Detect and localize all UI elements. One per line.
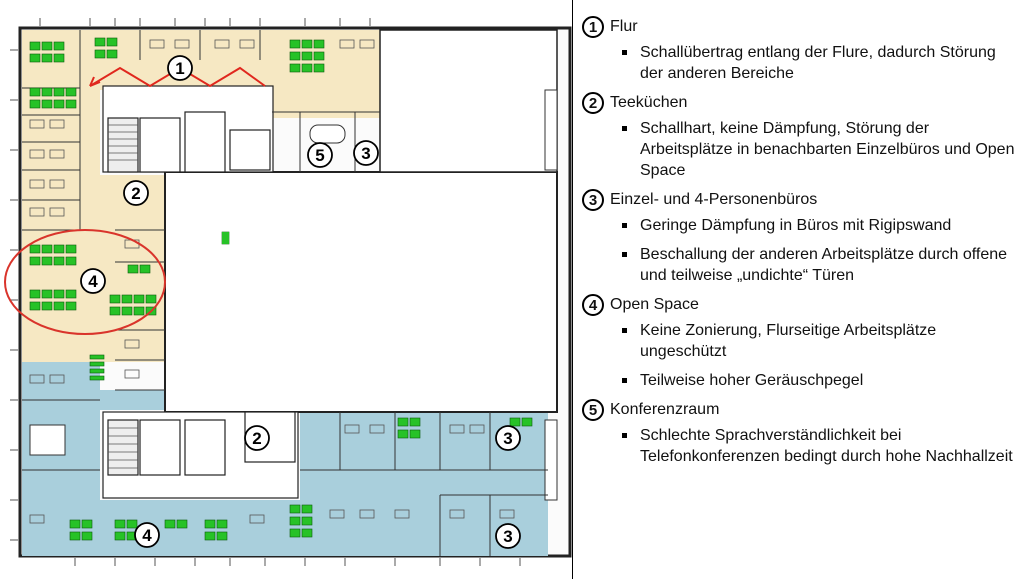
number-badge: 4 <box>582 294 604 316</box>
floor-plan-drawing: 1 2 2 3 3 3 4 4 <box>4 18 572 566</box>
svg-text:4: 4 <box>88 272 98 291</box>
bullet-item: Schlechte Sprachverständlichkeit bei Tel… <box>622 425 1017 467</box>
svg-text:3: 3 <box>503 429 512 448</box>
bullet-icon <box>622 328 627 333</box>
marker-4-upper: 4 <box>80 268 106 294</box>
bullet-item: Keine Zonierung, Flurseitige Arbeitsplät… <box>622 320 1017 362</box>
grid-ticks <box>10 18 521 566</box>
legend-section-2: 2 Teeküchen Schallhart, keine Dämpfung, S… <box>582 92 1017 181</box>
section-title: Open Space <box>610 296 699 313</box>
legend-section-1: 1 Flur Schallübertrag entlang der Flure, … <box>582 16 1017 84</box>
section-title: Einzel- und 4-Personenbüros <box>610 191 818 208</box>
bullet-item: Schallhart, keine Dämpfung, Störung der … <box>622 118 1017 181</box>
bullet-icon <box>622 223 627 228</box>
meeting-table <box>309 124 346 144</box>
section-title: Flur <box>610 18 638 35</box>
open-space-highlight <box>4 229 166 335</box>
legend-panel: 1 Flur Schallübertrag entlang der Flure, … <box>582 14 1017 475</box>
section-title: Teeküchen <box>610 94 688 111</box>
zone-markers: 1 2 2 3 3 3 4 4 <box>80 55 521 549</box>
bullet-icon <box>622 50 627 55</box>
blue-zone <box>22 362 548 556</box>
service-core-lower <box>102 411 299 499</box>
number-badge: 2 <box>582 92 604 114</box>
svg-text:5: 5 <box>315 146 324 165</box>
marker-1: 1 <box>167 55 193 81</box>
conference-table <box>29 424 66 456</box>
room-partitions <box>22 30 548 556</box>
panel-divider <box>572 0 573 579</box>
upper-right-area <box>379 29 558 173</box>
marker-4-lower: 4 <box>134 522 160 548</box>
legend-section-5: 5 Konferenzraum Schlechte Sprachverständl… <box>582 399 1017 467</box>
workstations <box>29 37 533 541</box>
legend-section-4: 4 Open Space Keine Zonierung, Flurseitige… <box>582 294 1017 391</box>
marker-2-upper: 2 <box>123 180 149 206</box>
marker-3-upper: 3 <box>353 140 379 166</box>
bullet-item: Teilweise hoher Geräuschpegel <box>622 370 1017 391</box>
legend-section-3: 3 Einzel- und 4-Personenbüros Geringe Däm… <box>582 189 1017 286</box>
section-title: Konferenzraum <box>610 401 720 418</box>
number-badge: 5 <box>582 399 604 421</box>
bullet-item: Schallübertrag entlang der Flure, dadurc… <box>622 42 1017 84</box>
bullet-icon <box>622 433 627 438</box>
number-badge: 3 <box>582 189 604 211</box>
number-badge: 1 <box>582 16 604 38</box>
svg-text:2: 2 <box>131 184 140 203</box>
floor-plan: 1 2 2 3 3 3 4 4 <box>4 18 572 566</box>
svg-text:4: 4 <box>142 526 152 545</box>
courtyard <box>164 171 558 413</box>
marker-5: 5 <box>307 142 333 168</box>
bullet-item: Geringe Dämpfung in Büros mit Rigipswand <box>622 215 1017 236</box>
marker-3-lower-2: 3 <box>495 523 521 549</box>
marker-3-lower-1: 3 <box>495 425 521 451</box>
svg-text:3: 3 <box>503 527 512 546</box>
svg-text:2: 2 <box>252 429 261 448</box>
marker-2-lower: 2 <box>244 425 270 451</box>
bullet-icon <box>622 378 627 383</box>
svg-text:3: 3 <box>361 144 370 163</box>
svg-text:1: 1 <box>175 59 184 78</box>
bullet-icon <box>622 126 627 131</box>
bullet-item: Beschallung der anderen Arbeitsplätze du… <box>622 244 1017 286</box>
bullet-icon <box>622 252 627 257</box>
courtyard-labels <box>222 232 229 244</box>
service-core-upper <box>102 85 274 173</box>
